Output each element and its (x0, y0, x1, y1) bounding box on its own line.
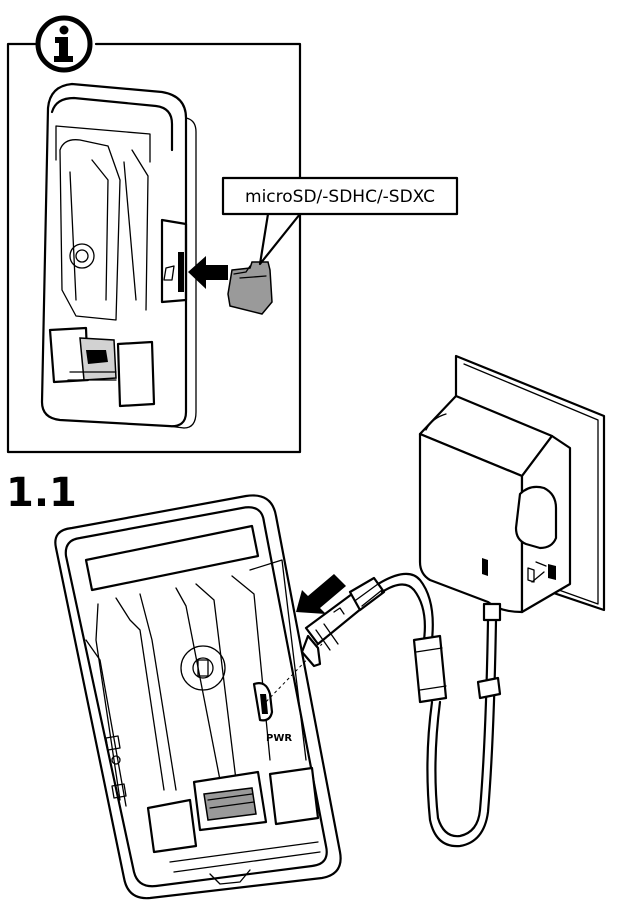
insert-arrow (188, 256, 228, 289)
power-cable (376, 572, 502, 848)
info-icon (35, 15, 93, 73)
step-number: 1.1 (6, 470, 77, 516)
label-pointer (258, 212, 302, 266)
card-label: microSD/-SDHC/-SDXC (245, 187, 435, 207)
power-adapter (418, 354, 606, 622)
device-front-view: PWR (54, 494, 342, 900)
plug-arrow (296, 574, 346, 614)
card-label-box (221, 176, 459, 216)
microsd-card (227, 261, 273, 315)
info-panel: microSD/-SDHC/-SDXC (6, 15, 459, 454)
device-back-view (40, 82, 197, 429)
pwr-port-label: PWR (266, 733, 292, 744)
